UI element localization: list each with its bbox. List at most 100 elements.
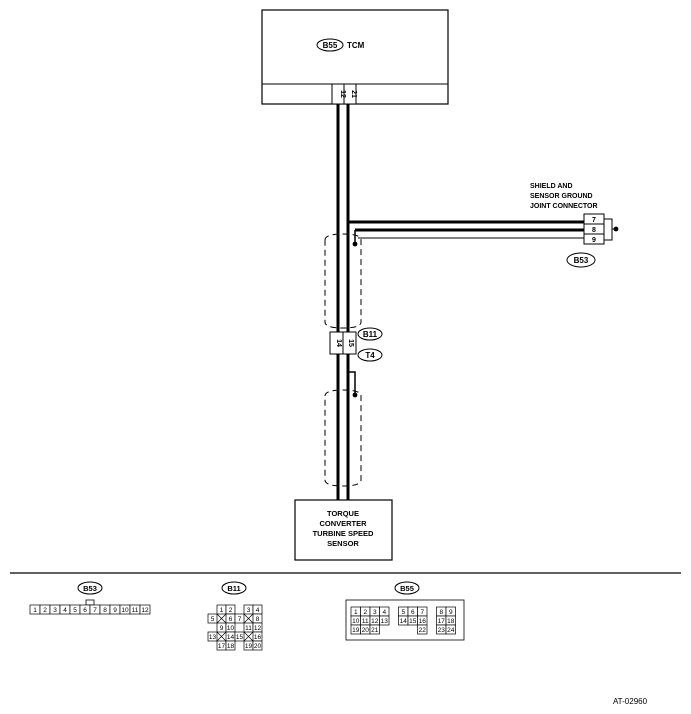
shield-title-line-2: SENSOR GROUND: [530, 193, 593, 200]
legend-b55-pin: 4: [382, 609, 386, 616]
legend-b55-pin: 8: [439, 609, 443, 616]
sensor-line-1: TORQUE: [327, 509, 359, 518]
legend-b55-pin: 9: [449, 609, 453, 616]
legend-b11-pin-cell: [207, 631, 218, 642]
inline-bottom-label: T4: [365, 351, 375, 360]
legend-b53-pin: 12: [141, 607, 149, 614]
legend-b55-pin-cell: [369, 624, 380, 635]
legend-b53-pin: 1: [33, 607, 37, 614]
shield-pin-9: 9: [592, 237, 596, 244]
legend-b11-blank: [243, 613, 254, 624]
legend-b55-pin: 3: [373, 609, 377, 616]
legend-b55-pin: 2: [363, 609, 367, 616]
sensor-line-3: TURBINE SPEED: [313, 529, 374, 538]
legend-b53-pin: 10: [121, 607, 129, 614]
legend-b11-pin: 6: [229, 616, 233, 623]
tcm-module: B55 TCM 12 21: [261, 9, 449, 105]
inline-top-label: B11: [363, 330, 378, 339]
shield-wire-8: [352, 228, 584, 247]
legend-b55-name: B55: [400, 584, 414, 593]
tcm-pin-12: 12: [339, 90, 346, 98]
legend-b53-pin: 2: [43, 607, 47, 614]
legend-b55-pin: 24: [447, 627, 455, 634]
turbine-speed-sensor: TORQUE CONVERTER TURBINE SPEED SENSOR: [294, 499, 393, 561]
legend-b11-pin: 11: [245, 625, 252, 632]
legend-b55-pin: 1: [354, 609, 358, 616]
legend-b11-pin: 8: [256, 616, 260, 623]
legend-b55-pin: 10: [352, 618, 360, 625]
legend-b11-pin: 14: [227, 634, 235, 641]
legend-b53-pin: 5: [73, 607, 77, 614]
legend-b11-pin: 3: [247, 607, 251, 614]
shield-title-line-1: SHIELD AND: [530, 183, 573, 190]
legend-b53-pin-cell: [139, 604, 151, 615]
legend-b11-pin: 10: [227, 625, 235, 632]
legend-b55-pin: 23: [438, 627, 446, 634]
legend-b11-pin: 5: [211, 616, 215, 623]
lower-shield: [324, 389, 362, 487]
legend-b55-pin-cell: [379, 615, 390, 626]
legend-b11-pin: 20: [254, 643, 262, 650]
shield-pin-8: 8: [592, 227, 596, 234]
legend-b55-pin: 21: [371, 627, 379, 634]
legend-b11-name: B11: [227, 584, 240, 593]
tcm-pin-21: 21: [350, 90, 357, 98]
legend-b55-pin: 17: [438, 618, 446, 625]
legend-b11-pin: 9: [220, 625, 224, 632]
legend-b55-pin: 18: [447, 618, 455, 625]
inline-pin-15: 15: [347, 339, 354, 347]
upper-shield: [324, 233, 362, 329]
legend-b53-pin: 7: [93, 607, 97, 614]
legend-b11-pin: 13: [209, 634, 217, 641]
shield-connector-label: B53: [574, 256, 589, 265]
figure-id: AT-02960: [613, 697, 648, 706]
legend-b11-pin: 19: [245, 643, 253, 650]
legend-b53-pin: 8: [103, 607, 107, 614]
legend-b11-pin: 2: [229, 607, 233, 614]
legend-b11-pin: 17: [218, 643, 226, 650]
legend-b55-pin: 14: [400, 618, 408, 625]
legend-b55-pin: 12: [371, 618, 379, 625]
legend-b53-pin: 11: [132, 607, 139, 614]
legend-b11-pin-cell: [234, 631, 245, 642]
legend-b55-pin: 13: [381, 618, 389, 625]
legend-b53-name: B53: [83, 584, 97, 593]
legend-b55-pin-cell: [417, 624, 428, 635]
legend-b53-pin: 6: [83, 607, 87, 614]
tcm-label: TCM: [347, 41, 365, 50]
legend-b11-pin-cell: [207, 613, 218, 624]
legend-b55-pin: 7: [420, 609, 424, 616]
shield-pin-7: 7: [592, 217, 596, 224]
legend-b53-pin: 4: [63, 607, 67, 614]
legend-b55-pin: 22: [419, 627, 427, 634]
shield-title-line-3: JOINT CONNECTOR: [530, 203, 598, 210]
sensor-line-2: CONVERTER: [319, 519, 367, 528]
shield-ground-joint-connector: SHIELD AND SENSOR GROUND JOINT CONNECTOR…: [530, 183, 619, 268]
legend-b55-pin: 11: [362, 618, 369, 625]
legend-b11-blank: [243, 631, 254, 642]
legend-b11-blank: [216, 631, 227, 642]
inline-connector: 14 15 B11 T4: [329, 327, 383, 362]
legend-b55-pin: 5: [401, 609, 405, 616]
legend-b11-pin: 12: [254, 625, 262, 632]
legend-b11-pin: 1: [220, 607, 224, 614]
legend-b11-pin: 18: [227, 643, 235, 650]
legend-b55-pin: 16: [419, 618, 427, 625]
tcm-connector-label: B55: [323, 41, 338, 50]
legend-b55-pin: 6: [411, 609, 415, 616]
legend-b55-pin-cell: [445, 624, 456, 635]
legend-b55-pin: 20: [362, 627, 370, 634]
legend-b55-pin: 19: [352, 627, 360, 634]
shield-wire-7: [346, 110, 584, 224]
legend-b11-pin-cell: [234, 613, 245, 624]
legend-b53-pin: 9: [113, 607, 117, 614]
inline-pin-14: 14: [335, 339, 342, 347]
sensor-line-4: SENSOR: [327, 539, 359, 548]
legend-b11-pin: 16: [254, 634, 262, 641]
legend-b11-pin: 4: [256, 607, 260, 614]
lower-shield-drain: [348, 371, 358, 398]
